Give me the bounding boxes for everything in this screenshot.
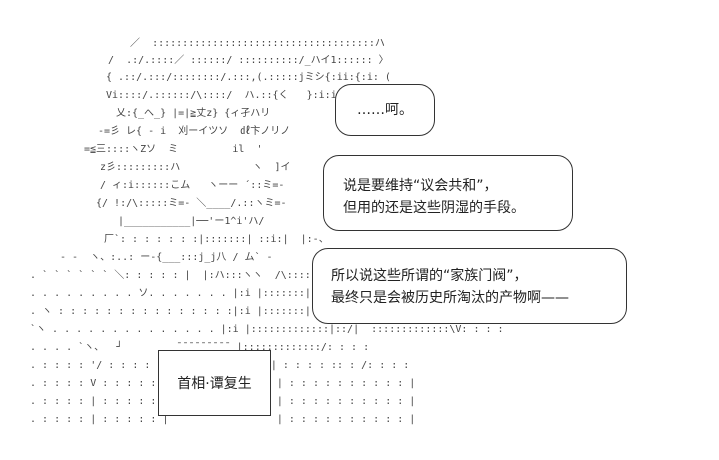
art-line: Vi::::/.::::::/\::::/ ハ.::{く }:i:i:::i } (106, 90, 373, 101)
speech-text-ah: ……呵。 (357, 102, 413, 118)
art-line: / ィ:i::::::こム ヽーー ´::ミ=- (100, 180, 285, 191)
art-line: {/ !:/\:::::ミ=- ＼____/.::ヽミ=- (96, 198, 287, 209)
speech-bubble-republic (323, 155, 573, 231)
speech-text-republic-line1: 说是要维持“议会共和”， (343, 178, 498, 194)
art-line: . . . . `ヽ、 ┘ ̄ ̄ ̄ ̄ ̄ ̄ ̄ ̄ ̄ |:::::::… (30, 342, 370, 353)
art-line: 乂:{_へ_} |=|≧丈z} {ィ孑ハリ (116, 108, 271, 119)
art-line: =≦三::::ヽZソ ミ il ' (84, 144, 263, 155)
speech-text-clan-line1: 所以说这些所谓的“家族门阀”， (331, 268, 528, 284)
speech-bubble-clan (312, 248, 627, 324)
art-line: |___________|──'ー1^i'ハ/ (118, 216, 265, 227)
name-caption-box: 首相·谭复生 (158, 350, 271, 416)
art-line: 厂`: : : : : : :|:::::::| ::i:| |:-、 (104, 234, 329, 245)
art-line: `ヽ . . . . . . . . . . . . . . |:i |::::… (30, 324, 504, 335)
art-line: ／ :::::::::::::::::::::::::::::::::::::ハ (118, 38, 385, 49)
art-line: . : : : : | : : : : : | | : : : : : : : … (30, 414, 416, 425)
art-line: . ` ` ` ` ` ` ＼: : : : : | |:ハ:::ヽヽ /\::… (30, 270, 341, 281)
art-line: / .:/.::::／ ::::::/ ::::::::::/_ハイ1:::::… (102, 55, 389, 66)
art-line: . : : : : | : : : : : | | : : : : : : : … (30, 396, 416, 407)
art-line: . : : : : '/ : : : : | | : : : : :: : /:… (30, 360, 410, 371)
speech-text-republic-line2: 但用的还是这些阴湿的手段。 (343, 200, 525, 216)
art-line: { .::/.:::/::::::::/.:::,(.:::::jミシ{:ii:… (106, 72, 391, 83)
art-line: - - ヽ、:..: ー-{___:::j_j八 / ム` - (60, 252, 273, 263)
name-caption: 首相·谭复生 (177, 376, 252, 392)
art-line: z彡:::::::::ハ ヽ ]イ (100, 162, 291, 173)
speech-text-clan-line2: 最终只是会被历史所淘汰的产物啊—— (331, 290, 569, 306)
art-line: -=彡 レ{ - i 刈ーイツソ ㎗卞ノリノ (98, 126, 291, 137)
speech-bubble-ah (335, 84, 435, 136)
